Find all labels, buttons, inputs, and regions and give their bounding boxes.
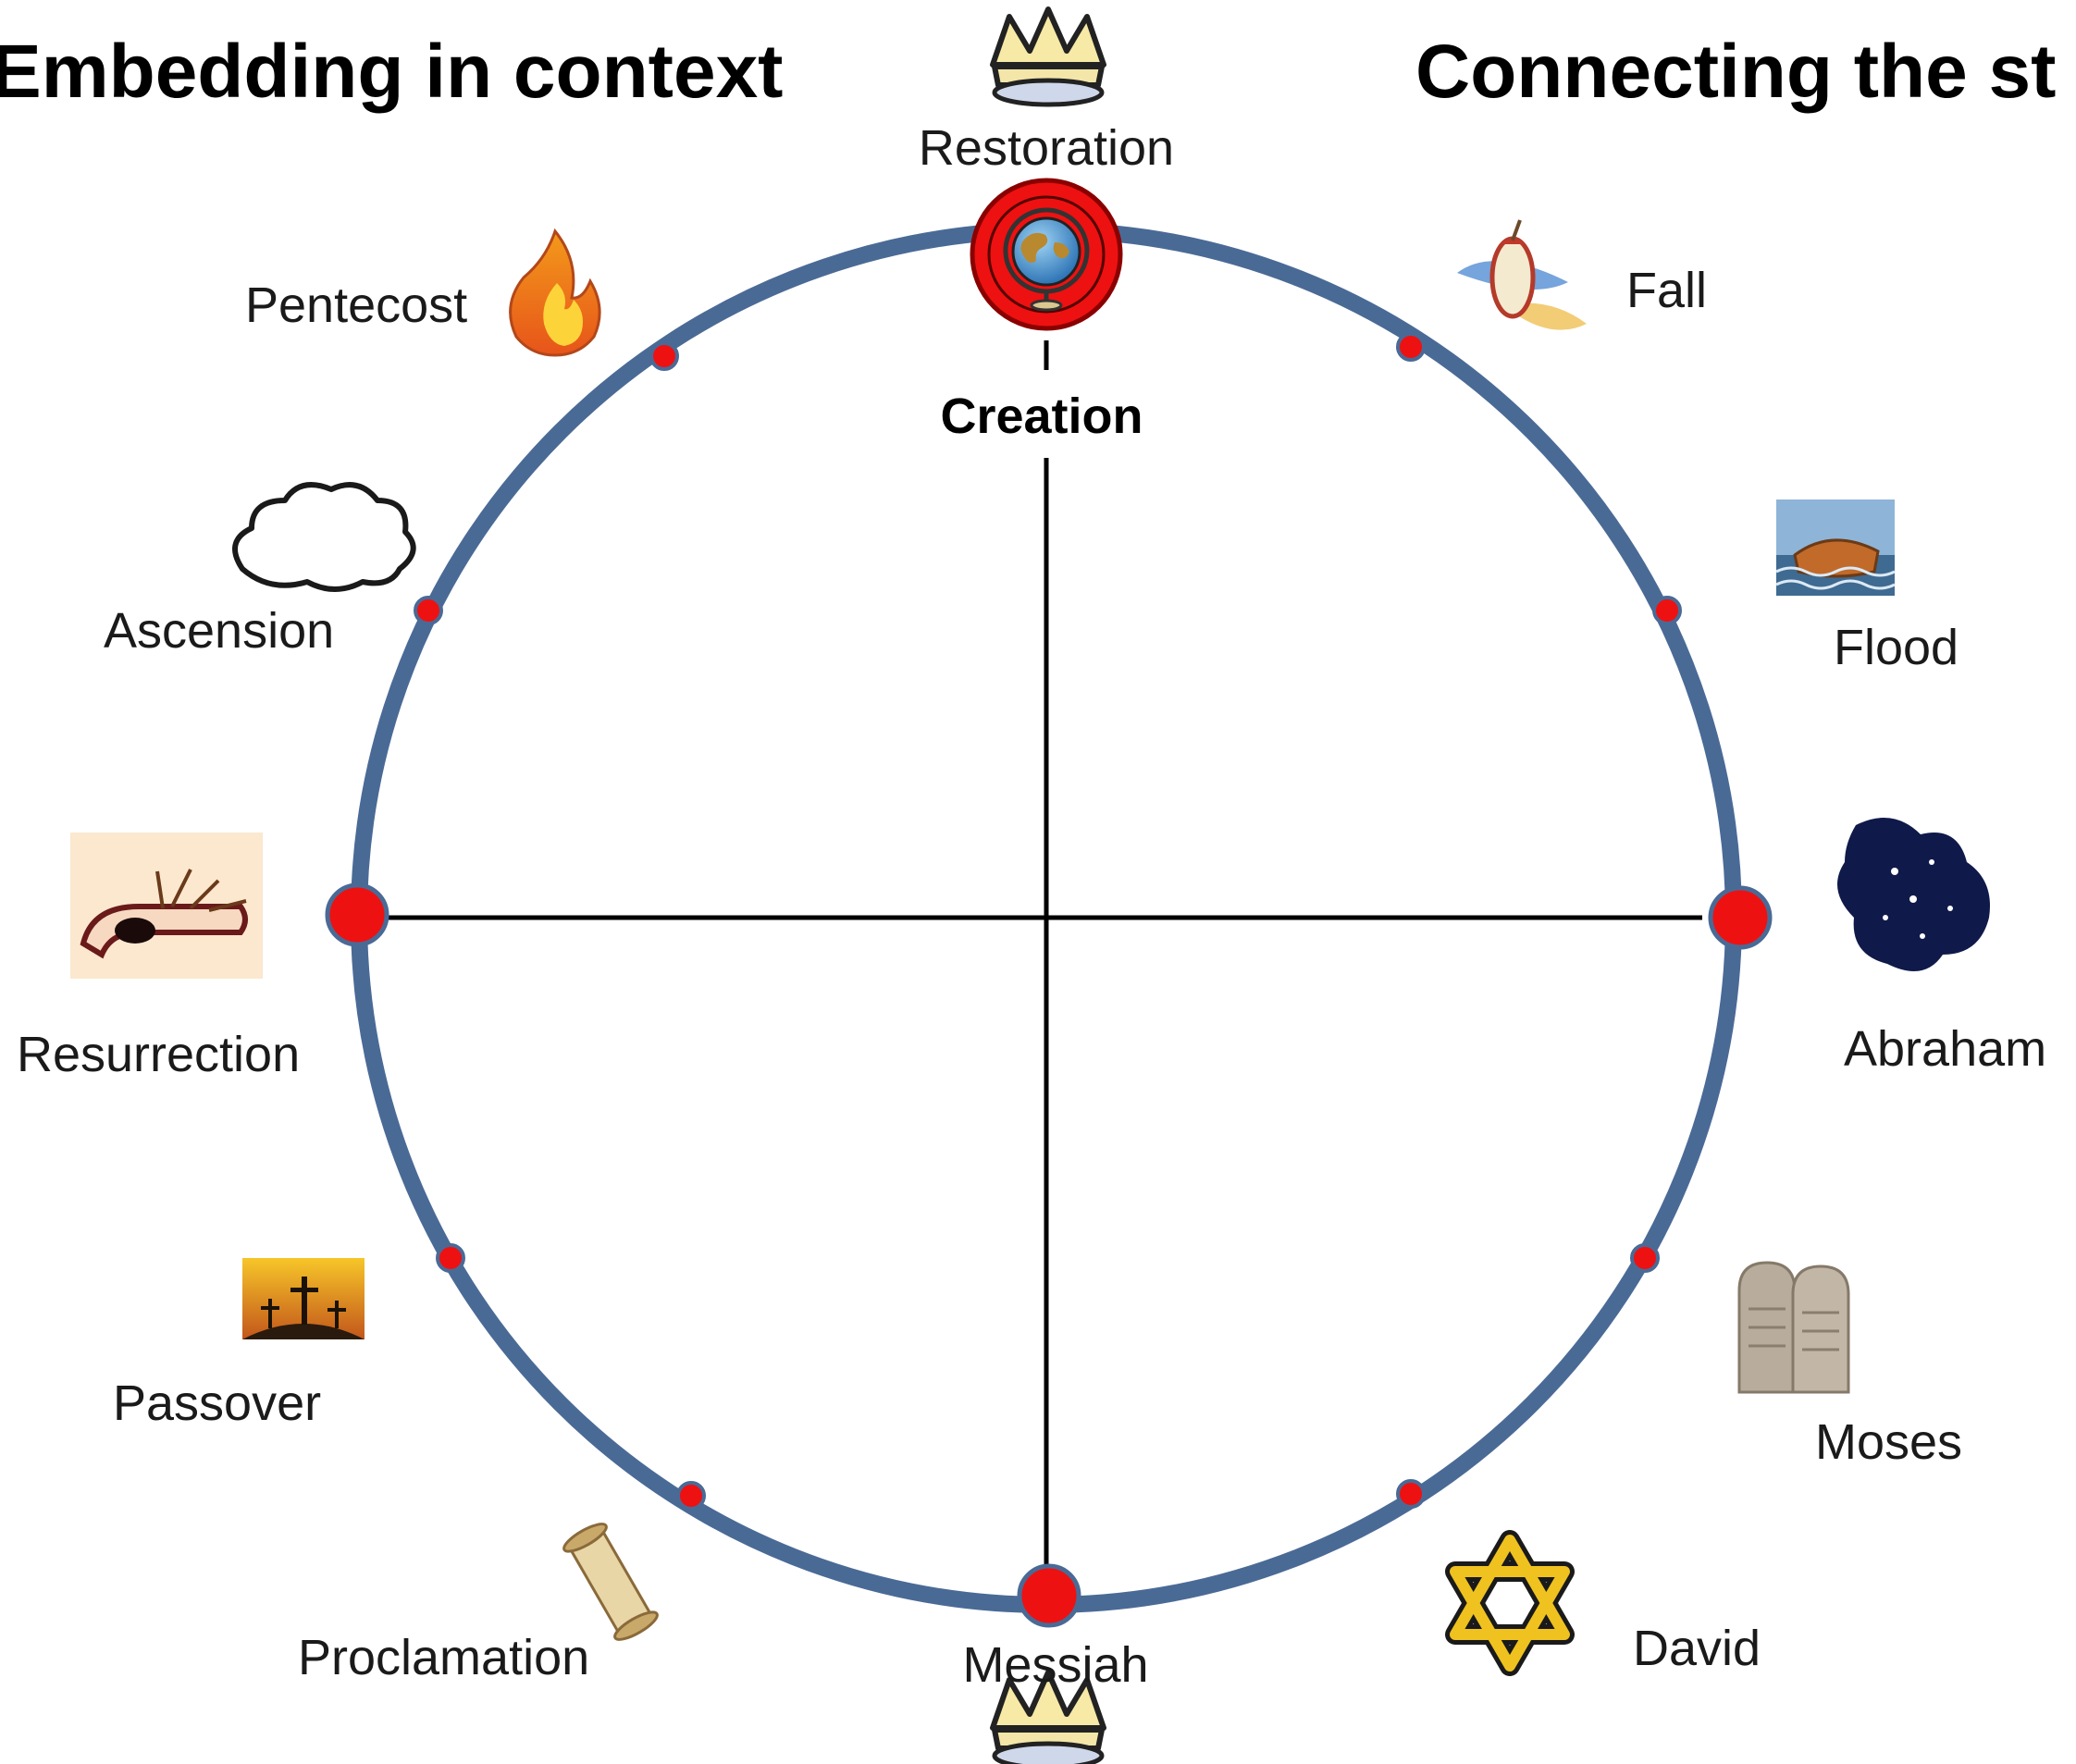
marker-resurrection — [325, 882, 389, 947]
globe-icon — [1003, 207, 1090, 312]
starry-sky-icon — [1837, 818, 1990, 971]
flame-icon — [509, 228, 601, 357]
event-label-david: David — [1633, 1621, 1761, 1676]
creation-label: Creation — [940, 389, 1143, 444]
marker-david — [1396, 1479, 1426, 1509]
empty-tomb-icon — [70, 833, 263, 979]
marker-fall — [1396, 332, 1426, 362]
marker-flood — [1652, 596, 1682, 625]
cloud-icon — [232, 482, 416, 592]
marker-messiah — [1017, 1563, 1081, 1628]
marker-abraham — [1708, 885, 1773, 950]
heading-left: Embedding in context — [0, 30, 783, 114]
event-label-ascension: Ascension — [104, 603, 334, 659]
event-label-proclamation: Proclamation — [298, 1630, 589, 1685]
marker-proclamation — [676, 1481, 706, 1511]
ark-icon — [1775, 500, 1896, 596]
marker-passover — [436, 1243, 465, 1273]
three-crosses-icon — [242, 1258, 365, 1339]
apple-core-icon — [1457, 219, 1587, 330]
crown-icon — [990, 6, 1106, 107]
event-label-flood: Flood — [1834, 620, 1959, 675]
marker-moses — [1630, 1243, 1660, 1273]
event-label-pentecost: Pentecost — [245, 278, 467, 333]
stone-tablets-icon — [1737, 1261, 1850, 1394]
event-label-messiah: Messiah — [962, 1637, 1148, 1693]
event-label-resurrection: Resurrection — [17, 1027, 300, 1082]
event-label-passover: Passover — [113, 1375, 321, 1431]
star-of-david-icon — [1445, 1530, 1575, 1676]
marker-ascension — [414, 596, 443, 625]
heading-right: Connecting the st — [1415, 30, 2056, 114]
event-label-abraham: Abraham — [1844, 1021, 2046, 1077]
scroll-icon — [562, 1523, 659, 1641]
event-label-fall: Fall — [1626, 263, 1707, 318]
event-label-moses: Moses — [1815, 1414, 1962, 1470]
crown-icon — [990, 1670, 1106, 1764]
event-label-restoration: Restoration — [919, 120, 1174, 176]
marker-pentecost — [649, 341, 679, 371]
